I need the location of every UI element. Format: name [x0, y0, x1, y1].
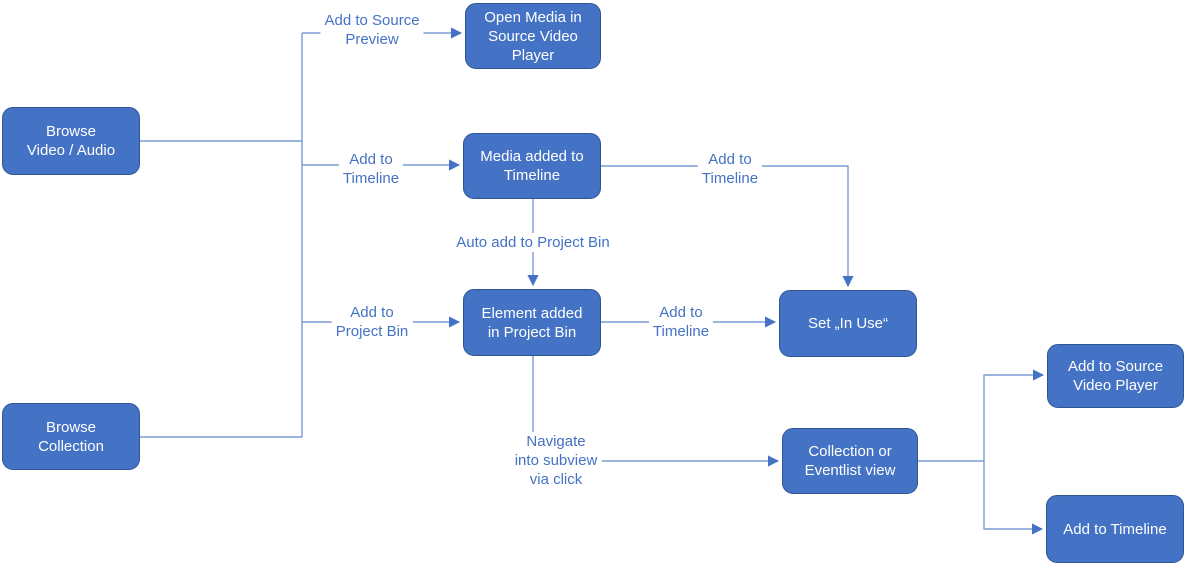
- node-add-to-source-video-player: Add to Source Video Player: [1047, 344, 1184, 408]
- connector-split-to-timeline: [983, 461, 1044, 535]
- edge-label-auto-add-to-project-bin: Auto add to Project Bin: [452, 233, 614, 252]
- connector-media-to-set-in-use: [601, 165, 854, 288]
- node-browse-video-audio: Browse Video / Audio: [2, 107, 140, 175]
- node-media-added-timeline: Media added to Timeline: [463, 133, 601, 199]
- node-set-in-use: Set „In Use“: [779, 290, 917, 357]
- node-element-added-project-bin: Element added in Project Bin: [463, 289, 601, 356]
- edge-label-add-to-source-preview: Add to Source Preview: [320, 11, 424, 49]
- node-collection-eventlist-view: Collection or Eventlist view: [782, 428, 918, 494]
- edge-label-add-to-timeline-branch: Add to Timeline: [338, 150, 404, 188]
- edge-label-navigate-into-subview: Navigate into subview via click: [510, 432, 602, 489]
- connector-split-to-source-player: [983, 369, 1045, 461]
- edge-label-add-to-timeline-media: Add to Timeline: [697, 150, 763, 188]
- node-add-to-timeline: Add to Timeline: [1046, 495, 1184, 563]
- edge-label-add-to-timeline-element: Add to Timeline: [648, 303, 714, 341]
- edge-label-add-to-project-bin: Add to Project Bin: [331, 303, 413, 341]
- node-browse-collection: Browse Collection: [2, 403, 140, 470]
- node-open-media-source-player: Open Media in Source Video Player: [465, 3, 601, 69]
